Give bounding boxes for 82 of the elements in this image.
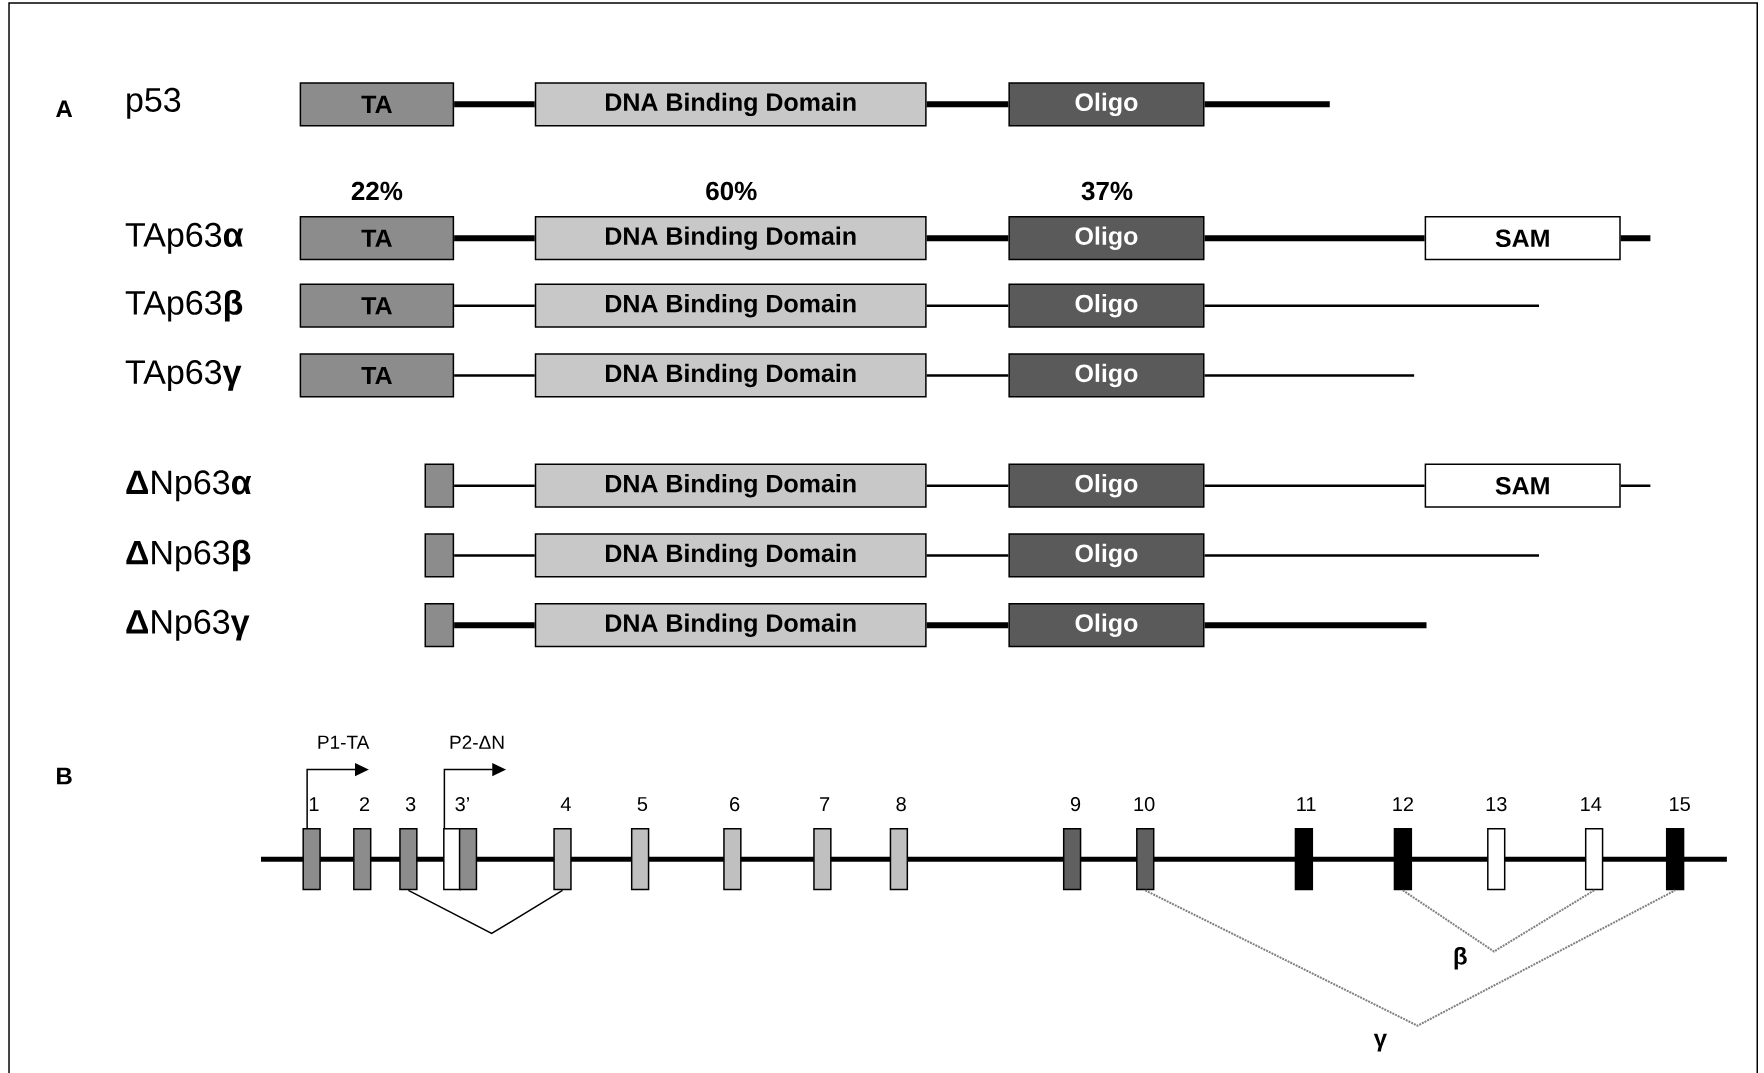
domain-box: TA (299, 216, 455, 261)
exon-number: 14 (1581, 797, 1602, 811)
domain-box: Oligo (1008, 283, 1205, 328)
backbone-line (926, 554, 1009, 557)
backbone-line (926, 235, 1009, 242)
domain-box: Oligo (1008, 353, 1205, 398)
identity-percentage: 37% (1081, 181, 1133, 201)
domain-box: Oligo (1008, 603, 1205, 648)
domain-box: DNA Binding Domain (534, 463, 927, 508)
domain-box: DNA Binding Domain (534, 353, 927, 398)
backbone-line (926, 484, 1009, 487)
backbone-line (454, 101, 535, 108)
backbone-line (454, 622, 535, 629)
domain-box: TA (299, 353, 455, 398)
domain-box: TA (299, 82, 455, 127)
splice-line (1401, 889, 1596, 953)
domain-box (424, 533, 455, 578)
isoform-label: TAp63α (125, 222, 244, 254)
edge-label: P2-ΔN (450, 735, 504, 749)
exon-number: 10 (1134, 797, 1155, 812)
domain-box: SAM (1424, 463, 1621, 508)
domain-box: DNA Binding Domain (534, 603, 927, 648)
backbone-line (1620, 235, 1651, 242)
exon-number: 2 (359, 797, 370, 812)
backbone-line (1204, 554, 1539, 557)
backbone-line (926, 304, 1009, 307)
backbone-line (454, 554, 535, 557)
exon-box (458, 828, 478, 891)
exon-number: 7 (820, 797, 830, 811)
domain-box: Oligo (1008, 216, 1205, 261)
isoform-label: ΔNp63α (126, 470, 252, 502)
backbone-line (1204, 304, 1539, 307)
backbone-line (454, 304, 535, 307)
backbone-line (1204, 374, 1415, 377)
domain-box: DNA Binding Domain (534, 216, 927, 261)
domain-box: Oligo (1008, 463, 1205, 508)
panel-letter: A (56, 100, 73, 118)
domain-box: DNA Binding Domain (534, 283, 927, 328)
backbone-line (454, 235, 535, 242)
isoform-label: TAp63γ (125, 360, 242, 391)
domain-box: SAM (1424, 216, 1621, 261)
domain-box (424, 603, 455, 648)
isoform-label: TAp63β (125, 289, 243, 322)
identity-percentage: 22% (351, 181, 403, 201)
domain-box: DNA Binding Domain (534, 533, 927, 578)
domain-box: TA (299, 283, 455, 328)
exon-number: 9 (1070, 797, 1081, 812)
exon-number: 4 (560, 797, 571, 811)
splice-line (407, 889, 564, 935)
edge-label: P1-TA (318, 735, 370, 749)
domain-box: Oligo (1008, 533, 1205, 578)
exon-number: 1 (309, 797, 319, 811)
splice-line (1144, 889, 1677, 1027)
backbone-line (454, 374, 535, 377)
exon-number: 13 (1486, 797, 1507, 812)
backbone-line (1204, 622, 1427, 629)
exon-number: 3’ (455, 797, 469, 812)
backbone-line (454, 484, 535, 487)
exon-number: 6 (730, 797, 740, 812)
identity-percentage: 60% (706, 181, 757, 201)
exon-number: 11 (1297, 797, 1316, 811)
domain-box: Oligo (1008, 82, 1205, 127)
backbone-line (926, 622, 1009, 629)
exon-number: 3 (405, 797, 416, 812)
backbone-line (1204, 101, 1330, 108)
domain-box: DNA Binding Domain (534, 82, 927, 127)
exon-number: 12 (1393, 797, 1413, 812)
isoform-label: p53 (127, 87, 181, 119)
isoform-label: ΔNp63β (126, 539, 251, 572)
backbone-line (926, 374, 1009, 377)
backbone-line (926, 101, 1009, 108)
isoform-label: ΔNp63γ (126, 609, 250, 641)
panel-letter: B (57, 767, 72, 785)
edge-label: β (1454, 947, 1467, 970)
exon-number: 5 (637, 797, 648, 812)
exon-number: 15 (1670, 797, 1690, 812)
backbone-line (1204, 484, 1425, 487)
backbone-line (1204, 235, 1425, 242)
exon-number: 8 (896, 797, 906, 812)
edge-label: γ (1373, 1033, 1387, 1052)
backbone-line (1620, 484, 1651, 487)
domain-box (424, 463, 455, 508)
